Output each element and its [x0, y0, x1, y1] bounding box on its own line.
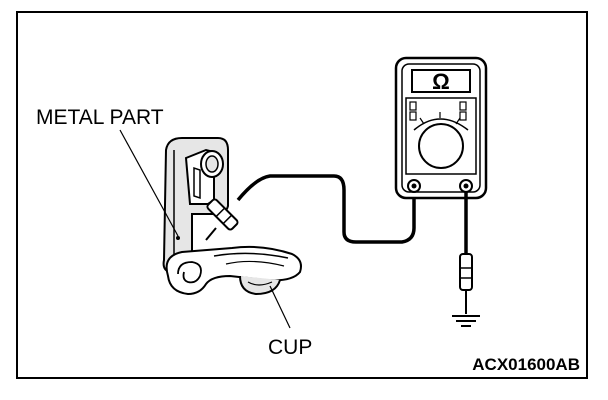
cup-leader-line [269, 285, 291, 329]
diagram-frame [16, 11, 588, 379]
metal-part-leader-line [119, 129, 179, 237]
test-lead-wire [236, 174, 416, 244]
metal-part-label: METAL PART [36, 106, 164, 129]
meter-unit-label: Ω [432, 69, 450, 94]
figure-code: ACX01600AB [472, 355, 580, 374]
cup-shape [165, 245, 302, 296]
ohmmeter-icon [394, 56, 488, 200]
probe-left [205, 198, 239, 241]
metal-part-bracket [162, 137, 229, 273]
ground-icon [452, 315, 480, 327]
probe-right [459, 253, 473, 314]
cup-label: CUP [268, 336, 312, 359]
